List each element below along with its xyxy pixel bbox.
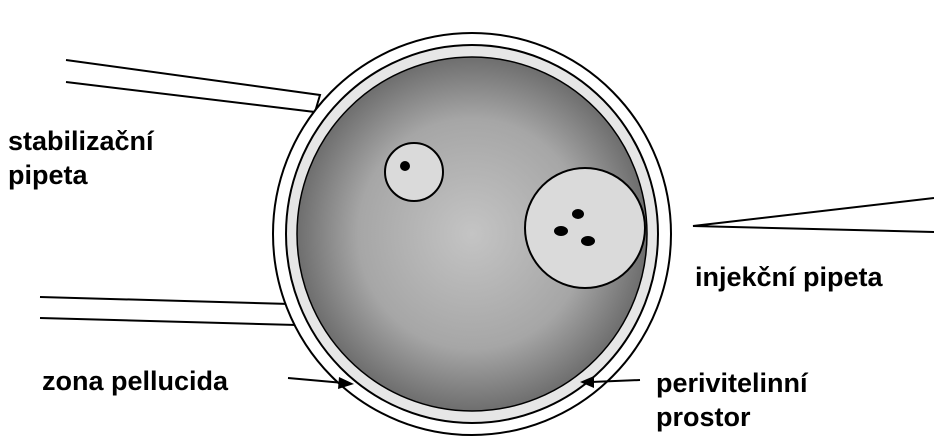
perivitelline-space-label: perivitelinní prostor (656, 366, 808, 434)
stabilizing-pipette-upper-tube (66, 60, 320, 112)
zona-pellucida-label: zona pellucida (42, 364, 228, 398)
nucleolus-3 (581, 236, 595, 246)
stabilizing-pipette-lower-tube (40, 297, 296, 325)
nucleolus-1 (572, 209, 584, 219)
nucleolus-2 (554, 226, 568, 236)
oocyte (273, 33, 671, 435)
pronucleus (525, 168, 645, 288)
nucleolus-dot (400, 161, 410, 171)
perivitelline-space-label-line2: prostor (656, 400, 808, 434)
injection-pipette-label: injekční pipeta (695, 260, 883, 294)
stabilizing-pipette-label-line2: pipeta (8, 158, 154, 192)
stabilizing-pipette-label: stabilizační pipeta (8, 124, 154, 192)
stabilizing-pipette-label-line1: stabilizační (8, 124, 154, 158)
polar-body-pronucleus (385, 143, 443, 201)
perivitelline-space-label-line1: perivitelinní (656, 366, 808, 400)
injection-pipette (693, 198, 934, 232)
